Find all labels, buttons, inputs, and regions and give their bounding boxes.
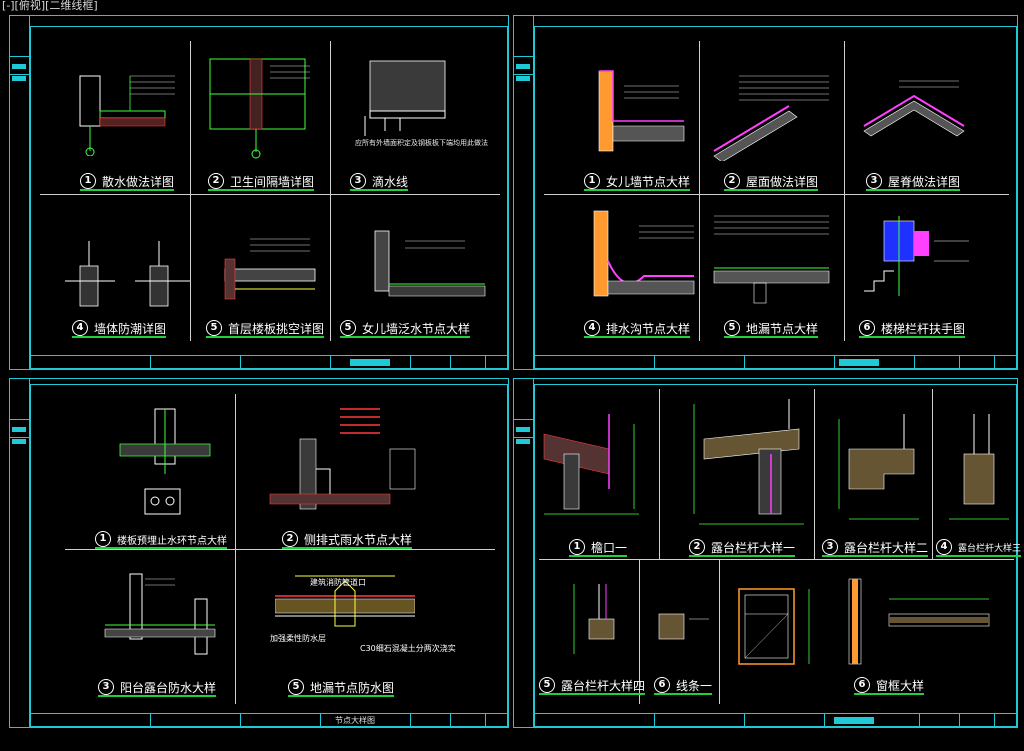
drawing-stair-railing [864, 216, 969, 296]
drawing-drainage-ditch [593, 210, 695, 297]
drawing-side-rain-outlet [269, 408, 416, 510]
drawing-partition-wall [209, 58, 310, 159]
drawing-floor-drain [713, 215, 830, 304]
drawing-parapet-node [598, 70, 685, 152]
drawing-water-stop-ring [119, 408, 211, 515]
drawing-window-frame [738, 578, 990, 665]
flexible-waterproof-label: 加强柔性防水层 [270, 634, 326, 643]
drawing-balcony-waterproof [104, 573, 216, 655]
drawing-terrace-railing-1 [693, 399, 804, 525]
sheet-inner-frame [30, 384, 508, 727]
drawing-eave [543, 414, 639, 515]
drip-line-note: 应所有外墙面积定及钢板板下端均用此做法 [355, 139, 488, 147]
drawing-floor-slab [224, 238, 316, 300]
sheet-binding-strip [10, 16, 30, 369]
drawing-parapet-flashing [374, 230, 486, 297]
drawing-roof-ridge [863, 80, 965, 137]
fire-pipe-label: 建筑消防管道口 [310, 578, 366, 587]
title-block: 节点大样图 [30, 713, 508, 727]
drawing-floor-drain-waterproof [275, 575, 415, 627]
drawing-roof-layers [713, 75, 829, 161]
drawing-drip-line [364, 60, 446, 136]
title-block [534, 355, 1017, 369]
sheet-binding-strip [514, 379, 534, 727]
title-block [534, 713, 1017, 727]
drawing-terrace-railing-2 [838, 414, 919, 520]
drawing-terrace-railing-4 [573, 584, 615, 654]
viewport-controls-label[interactable]: [-][俯视][二维线框] [2, 0, 98, 12]
drawing-terrace-railing-3 [949, 414, 1009, 520]
c30-concrete-label: C30细石混凝土分两次浇实 [360, 644, 456, 653]
drawing-damp-proof [65, 241, 190, 307]
drawing-apron-detail [79, 75, 175, 156]
sheet-inner-frame [534, 26, 1017, 369]
title-block-drawing-name: 节点大样图 [335, 716, 375, 725]
sheet-binding-strip [10, 379, 30, 727]
sheet-inner-frame [30, 26, 508, 369]
title-block [30, 355, 508, 369]
sheet-binding-strip [514, 16, 534, 369]
drawing-molding [658, 613, 709, 640]
